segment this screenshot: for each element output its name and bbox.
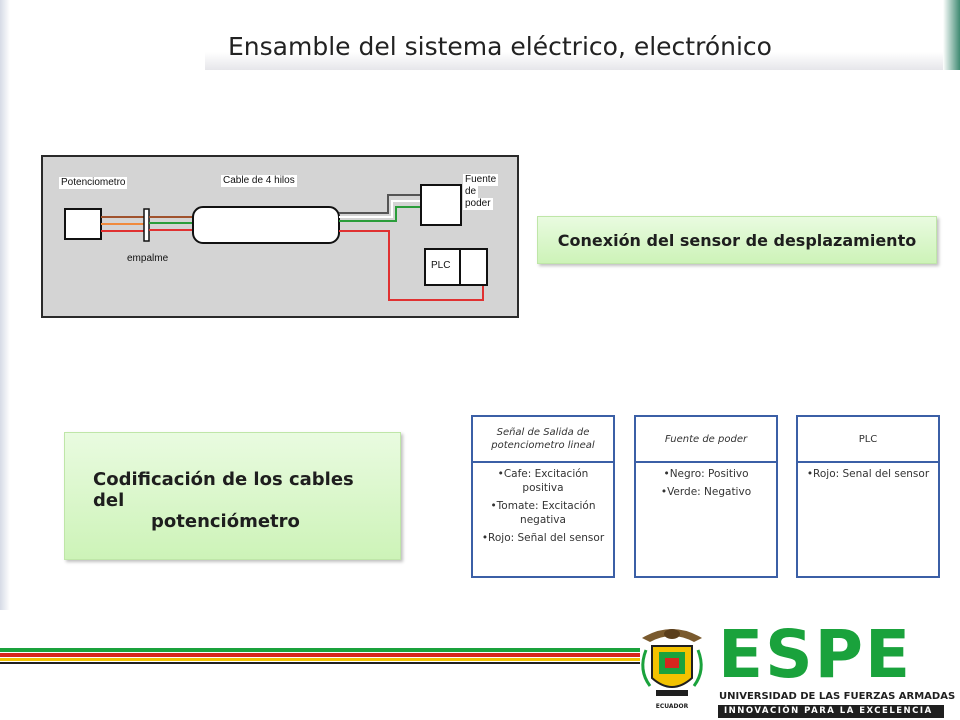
university-name: UNIVERSIDAD DE LAS FUERZAS ARMADAS: [719, 691, 956, 702]
list-item: •Rojo: Senal del sensor: [806, 468, 930, 480]
callout-codificacion-line1: Codificación de los cables del: [93, 469, 354, 511]
plc-block: [424, 248, 488, 286]
label-potenciometro: Potenciometro: [59, 177, 128, 189]
card-header: Señal de Salida de potenciometro lineal: [473, 417, 613, 463]
label-fuente-3: poder: [463, 198, 493, 210]
label-empalme: empalme: [127, 253, 169, 264]
splice-block: [143, 208, 150, 242]
wiring-diagram-drawing: [64, 184, 488, 301]
wiring-diagram: Potenciometro Cable de 4 hilos Fuente de…: [41, 155, 519, 318]
shield-icon: ECUADOR: [641, 629, 703, 710]
callout-codificacion-line2: potenciómetro: [151, 511, 300, 532]
footer-stripe-green: [0, 648, 640, 652]
tagline-bar: [718, 705, 944, 718]
power-source-block: [420, 184, 462, 226]
potentiometer-block: [64, 208, 102, 240]
list-item: •Tomate: Excitación negativa: [490, 500, 596, 526]
right-edge-decoration: [943, 0, 960, 70]
espe-wordmark: ESPE: [718, 616, 913, 693]
label-fuente-2: de: [463, 186, 479, 198]
wire-black-out: [339, 194, 421, 214]
slide-title: Ensamble del sistema eléctrico, electrón…: [228, 32, 772, 61]
card-plc: PLC •Rojo: Senal del sensor: [796, 415, 940, 578]
left-edge-decoration: [0, 0, 10, 610]
footer-stripe-dark: [0, 662, 640, 664]
card-list: •Negro: Positivo •Verde: Negativo: [636, 463, 776, 499]
cable-body: [192, 206, 340, 244]
label-fuente-1: Fuente: [463, 174, 499, 186]
callout-codificacion: Codificación de los cables del potencióm…: [64, 432, 401, 560]
tagline: INNOVACIÓN PARA LA EXCELENCIA: [724, 706, 933, 716]
shield-caption: ECUADOR: [656, 703, 689, 710]
footer-stripe-yellow: [0, 658, 640, 661]
card-header: PLC: [798, 417, 938, 463]
espe-logo: ECUADOR ESPE UNIVERSIDAD DE LAS FUERZAS …: [632, 616, 956, 720]
card-fuente: Fuente de poder •Negro: Positivo •Verde:…: [634, 415, 778, 578]
card-header: Fuente de poder: [636, 417, 776, 463]
list-item: •Cafe: Excitación positiva: [497, 468, 589, 494]
card-list: •Cafe: Excitación positiva •Tomate: Exci…: [473, 463, 613, 545]
card-list: •Rojo: Senal del sensor: [798, 463, 938, 481]
card-potenciometro: Señal de Salida de potenciometro lineal …: [471, 415, 615, 578]
wire-red-to-plc: [339, 230, 484, 301]
label-plc: PLC: [431, 260, 451, 271]
title-bar: [205, 30, 960, 70]
list-item: •Verde: Negativo: [660, 486, 752, 498]
list-item: •Rojo: Señal del sensor: [481, 532, 605, 544]
wire-green-out: [339, 206, 421, 222]
footer-stripe-red: [0, 653, 640, 657]
list-item: •Negro: Positivo: [663, 468, 749, 480]
label-cable: Cable de 4 hilos: [221, 175, 297, 187]
callout-conexion: Conexión del sensor de desplazamiento: [537, 216, 937, 264]
